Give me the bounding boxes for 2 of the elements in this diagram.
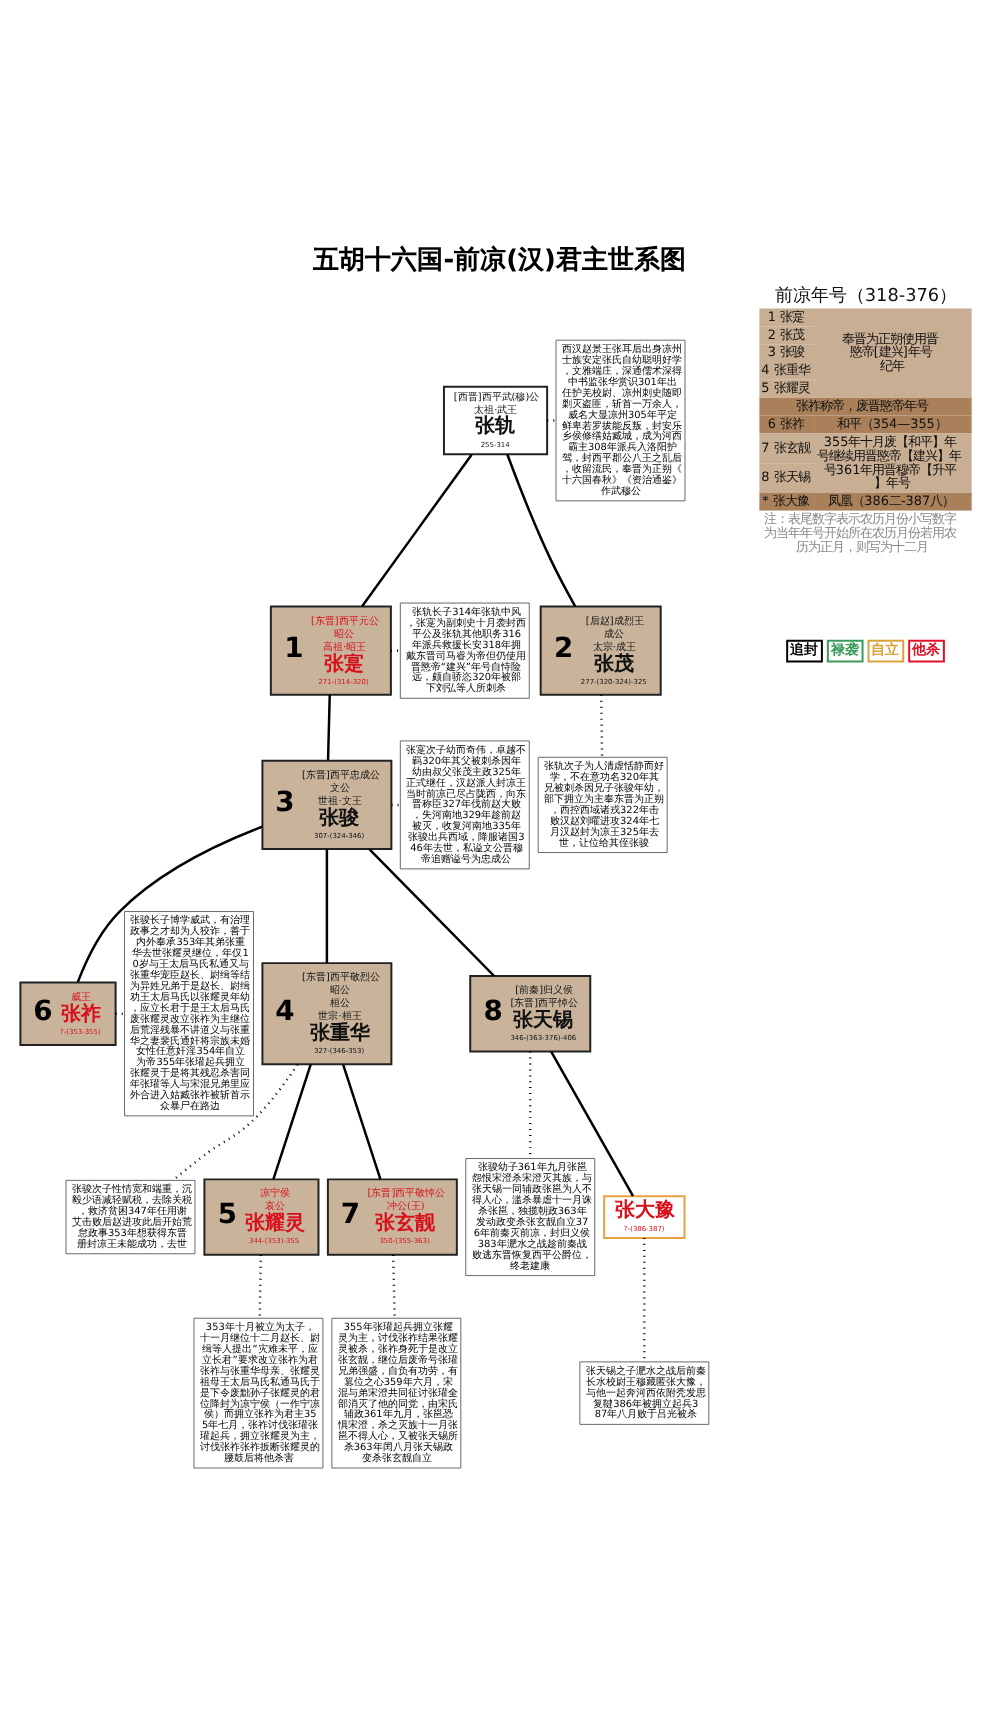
label: 前凉年号（318-376） xyxy=(774,285,958,306)
diagram-title: 五胡十六国-前凉(汉)君主世系图 xyxy=(313,244,686,275)
